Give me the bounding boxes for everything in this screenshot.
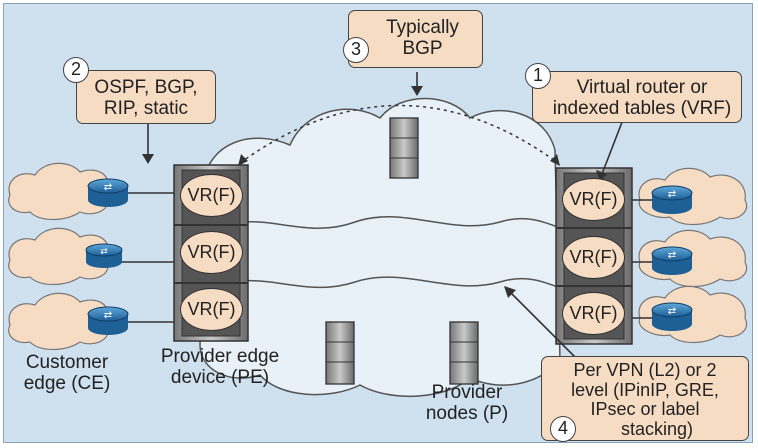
vpn-tunnel-line-1 (204, 216, 561, 233)
callout-4-line4: stacking) (620, 418, 694, 439)
provider-nodes-line1: Provider (431, 382, 503, 403)
callout-2-line1: OSPF, BGP, (94, 77, 198, 98)
callout-3-number: 3 (343, 37, 369, 63)
svg-text:⇄: ⇄ (104, 310, 112, 321)
vrf-right-2: VR(F) (562, 236, 625, 279)
callout-1-number: 1 (525, 63, 551, 89)
vrf-left-1: VR(F) (180, 174, 243, 217)
vrf-right-3: VR(F) (562, 292, 625, 335)
router-icon: ⇄ (651, 246, 693, 275)
label-provider-nodes: Provider nodes (P) (412, 382, 522, 424)
arrowhead-icon (411, 86, 423, 96)
callout-4-line3: IPsec or label (590, 399, 700, 419)
arrowhead-icon (238, 154, 248, 166)
vrf-left-2: VR(F) (180, 231, 243, 274)
customer-edge-line2: edge (CE) (23, 373, 111, 394)
vpn-tunnel-line-2 (204, 276, 561, 291)
callout-4-line1: Per VPN (L2) or 2 (573, 360, 717, 380)
callout-arrow-1 (601, 116, 625, 175)
svg-text:⇄: ⇄ (668, 306, 676, 317)
label-customer-edge: Customer edge (CE) (12, 352, 122, 394)
label-provider-edge: Provider edge device (PE) (150, 346, 290, 388)
callout-4-line2: level (IPinIP, GRE, (571, 379, 719, 400)
svg-text:⇄: ⇄ (668, 189, 676, 200)
arrowhead-icon (142, 154, 154, 164)
provider-node-bottom-left (325, 321, 355, 385)
callout-3-line1: Typically (386, 17, 459, 38)
callout-arrow-4 (509, 291, 581, 363)
router-icon: ⇄ (87, 178, 129, 207)
arrowhead-icon (550, 154, 560, 166)
callout-1-line1: Virtual router or (576, 77, 708, 98)
router-icon: ⇄ (651, 185, 693, 214)
callout-2-line2: RIP, static (103, 98, 189, 119)
callout-2-number: 2 (63, 57, 89, 83)
customer-edge-line1: Customer (25, 352, 109, 373)
provider-node-bottom-right (449, 321, 479, 385)
svg-text:⇄: ⇄ (668, 250, 676, 261)
router-icon: ⇄ (85, 243, 123, 268)
provider-edge-line1: Provider edge (160, 346, 280, 367)
bgp-peering-arc (239, 104, 559, 164)
callout-4-number: 4 (550, 416, 576, 442)
vrf-left-3: VR(F) (180, 288, 243, 331)
callout-vrf: Virtual router or indexed tables (VRF) (532, 71, 742, 123)
callout-1-line2: indexed tables (VRF) (552, 98, 732, 119)
provider-edge-line2: device (PE) (170, 367, 270, 388)
vrf-right-1: VR(F) (562, 178, 625, 221)
router-icon: ⇄ (87, 306, 129, 335)
svg-text:⇄: ⇄ (100, 247, 108, 257)
callout-routing-protocols: OSPF, BGP, RIP, static (76, 70, 216, 124)
callout-3-line2: BGP (402, 38, 443, 59)
provider-nodes-line2: nodes (P) (425, 403, 509, 424)
router-icon: ⇄ (651, 302, 693, 331)
arrowhead-icon (596, 170, 607, 182)
callout-bgp: Typically BGP (348, 10, 483, 68)
arrowhead-icon (504, 286, 516, 298)
svg-text:⇄: ⇄ (104, 182, 112, 193)
provider-node-top (389, 117, 419, 179)
